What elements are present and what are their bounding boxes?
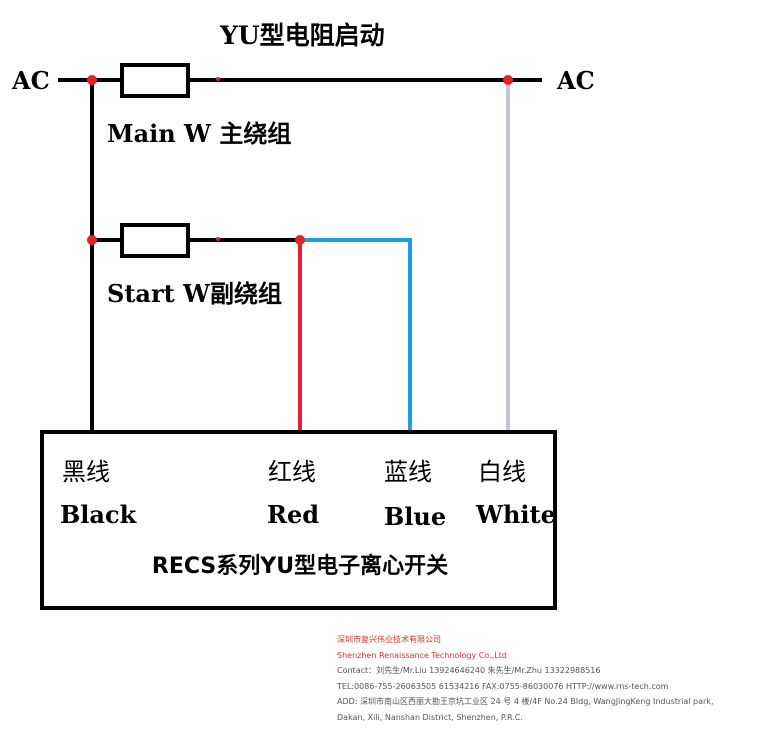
main-winding-label: Main W 主绕组 (107, 119, 292, 148)
company-contact: Contact：刘先生/Mr.Liu 13924646240 朱先生/Mr.Zh… (337, 666, 601, 675)
terminal-black-cn: 黑线 (62, 458, 110, 486)
blue-wire (300, 238, 412, 432)
terminal-black-en: Black (60, 500, 137, 529)
start-winding-resistor (120, 223, 190, 258)
main-winding-resistor (120, 63, 190, 98)
terminal-red-en: Red (267, 500, 319, 529)
terminal-blue-en: Blue (384, 502, 447, 531)
switch-model-label: RECS系列YU型电子离心开关 (151, 554, 449, 579)
node-top-left (87, 75, 97, 85)
terminal-white-cn: 白线 (478, 458, 526, 486)
start-winding-label: Start W副绕组 (107, 279, 283, 308)
company-name-en: Shenzhen Renaissance Technology Co.,Ltd (337, 650, 507, 660)
terminal-blue-cn: 蓝线 (384, 458, 432, 486)
terminal-red-cn: 红线 (268, 458, 316, 486)
node-red-blue (295, 235, 305, 245)
node-top-right (503, 75, 513, 85)
node-main-after-resistor (216, 77, 220, 81)
company-info: 深圳市复兴伟业技术有限公司 Shenzhen Renaissance Techn… (337, 632, 714, 725)
company-tel: TEL:0086-755-26063505 61534216 FAX:0755-… (337, 681, 669, 691)
company-address-1: ADD: 深圳市南山区西丽大勘王京坑工业区 24 号 4 楼/4F No.24 … (337, 697, 714, 706)
node-start-after-resistor (216, 237, 220, 241)
node-start-left (87, 235, 97, 245)
ac-label-left: AC (12, 66, 50, 95)
company-address-2: Dakan, Xili, Nanshan District, Shenzhen,… (337, 712, 523, 722)
diagram-title: YU型电阻启动 (220, 21, 385, 50)
ac-label-right: AC (557, 66, 595, 95)
company-name-cn: 深圳市复兴伟业技术有限公司 (337, 635, 441, 644)
switch-box (40, 430, 557, 610)
terminal-white-en: White (476, 500, 556, 529)
